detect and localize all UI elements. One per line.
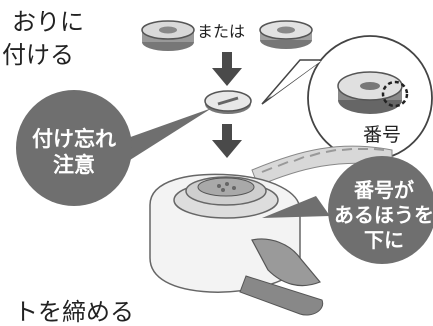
caption-line-2: 付ける (2, 41, 74, 69)
packing-b-icon (259, 20, 313, 49)
or-label: または (197, 22, 246, 41)
caption-line-1: おりに (12, 8, 84, 36)
warning-line-2: 注意 (53, 153, 95, 178)
warning-line-1: 付け忘れ (32, 127, 116, 151)
warning-bubble-text: 付け忘れ 注意 (14, 126, 134, 179)
arrow-down-icon (212, 124, 242, 158)
number-line-3: 下に (364, 228, 404, 252)
bottom-caption: トを締める (14, 298, 134, 326)
zoom-detail-circle (261, 35, 433, 161)
number-bubble-text: 番号が あるほうを 下に (332, 178, 433, 253)
number-label: 番号 (363, 124, 402, 146)
number-line-1: 番号が (354, 178, 414, 202)
hose-icon (251, 145, 393, 187)
number-line-2: あるほうを (334, 203, 433, 227)
number-bubble (262, 156, 433, 264)
screw-disk-icon (204, 90, 252, 114)
faucet-body-icon (149, 173, 324, 316)
warning-bubble (16, 90, 212, 206)
packing-a-icon (141, 20, 195, 51)
arrow-down-icon (212, 52, 242, 86)
